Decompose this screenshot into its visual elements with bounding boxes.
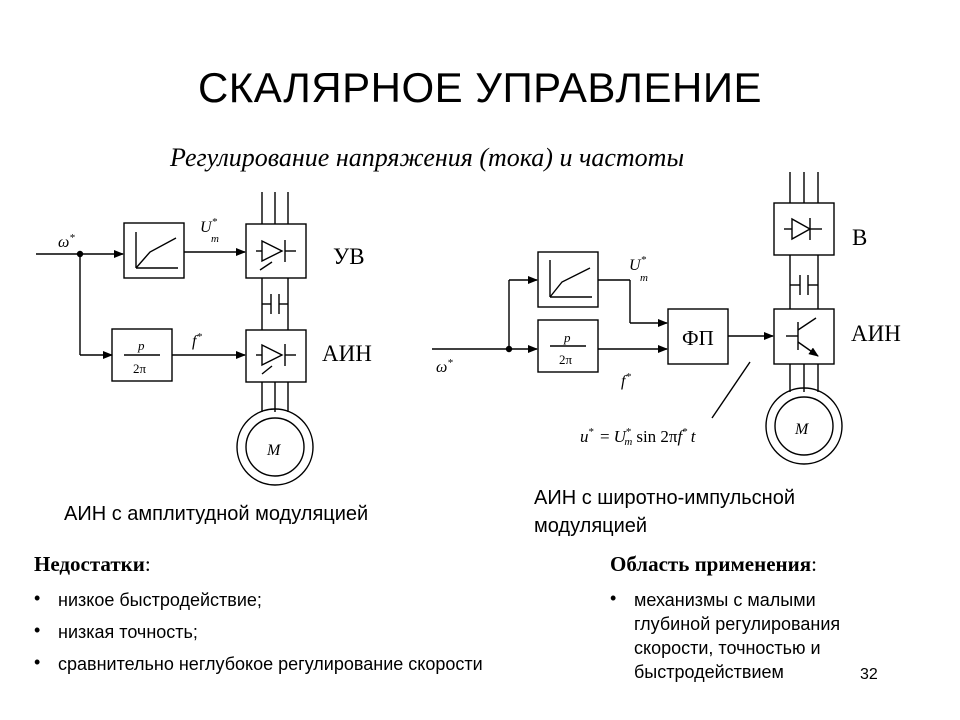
left-U-sub: m: [211, 233, 219, 245]
bullet-icon: •: [34, 652, 41, 672]
right-p-den: 2π: [559, 352, 573, 367]
right-ain-label: АИН: [851, 321, 901, 346]
left-motor-label: M: [266, 442, 282, 459]
right-caption-line2: модуляцией: [534, 515, 648, 537]
right-rectifier-v: [773, 202, 835, 256]
application-heading: Область применения:: [610, 552, 817, 576]
left-p-num: p: [137, 338, 145, 353]
right-v-label: В: [852, 225, 867, 250]
left-fg-block: [123, 222, 185, 279]
page-number: 32: [860, 666, 878, 683]
bullet-icon: •: [34, 620, 41, 640]
left-ain-label: АИН: [322, 341, 372, 366]
right-U-label: U*: [629, 254, 647, 274]
left-scheme-labels: ω* U* m f* p 2π M: [58, 216, 282, 459]
right-caption: АИН с широтно-импульсной модуляцией: [534, 484, 795, 540]
left-omega-label: ω*: [58, 232, 75, 251]
right-scheme: [432, 172, 843, 465]
left-inverter-ain: [245, 329, 307, 383]
left-p-den: 2π: [133, 361, 147, 376]
slide-subtitle: Регулирование напряжения (тока) и частот…: [170, 143, 685, 172]
right-motor-outer: [765, 387, 843, 465]
right-caption-line1: АИН с широтно-импульсной: [534, 487, 796, 509]
right-motor-label: M: [794, 421, 810, 438]
list-item: •сравнительно неглубокое регулирование с…: [34, 652, 483, 674]
left-rectifier-uv: [245, 223, 307, 279]
slide-title: СКАЛЯРНОЕ УПРАВЛЕНИЕ: [197, 64, 763, 111]
right-omega-label: ω*: [436, 357, 453, 376]
right-p2pi-block: [537, 319, 599, 373]
left-motor-outer: [236, 408, 314, 486]
left-caption: АИН с амплитудной модуляцией: [64, 503, 369, 525]
list-item: •низкая точность;: [34, 620, 198, 642]
left-uv-label: УВ: [333, 244, 365, 269]
right-U-sub: m: [640, 272, 648, 284]
application-list: •механизмы с малыми глубиной регулирован…: [610, 588, 890, 692]
bullet-icon: •: [610, 588, 617, 608]
list-item: •механизмы с малыми глубиной регулирован…: [610, 588, 841, 682]
right-scheme-labels: ω* U* m f* p 2π M: [436, 254, 810, 438]
list-item: •низкое быстродействие;: [34, 588, 262, 610]
right-inverter-ain: [773, 308, 835, 365]
right-f-label: f*: [621, 371, 631, 390]
disadvantages-list: •низкое быстродействие; •низкая точность…: [34, 588, 494, 684]
right-motor-inner: [774, 396, 834, 456]
left-motor-inner: [245, 417, 305, 477]
right-fp-label: ФП: [682, 326, 714, 350]
disadvantages-heading: Недостатки:: [34, 552, 151, 576]
right-p-num: p: [563, 330, 571, 345]
left-scheme: [36, 192, 314, 486]
left-U-label: U*: [200, 216, 218, 236]
bullet-icon: •: [34, 588, 41, 608]
left-f-label: f*: [192, 331, 202, 350]
